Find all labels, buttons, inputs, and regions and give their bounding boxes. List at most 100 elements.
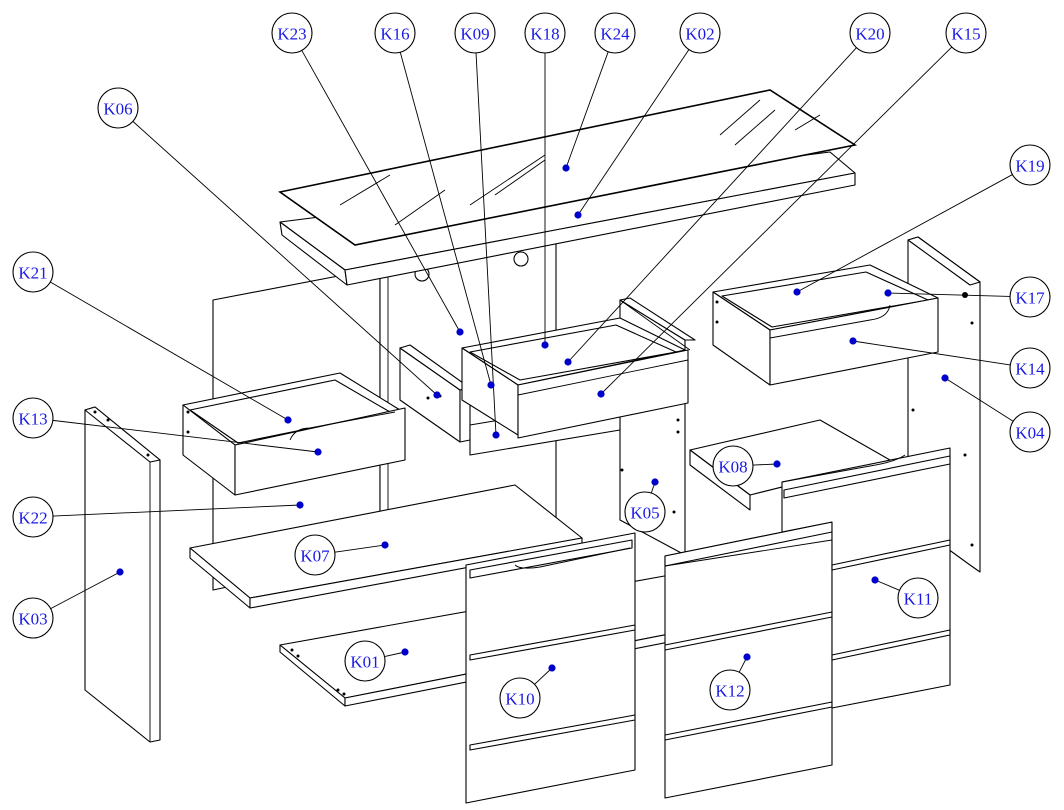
- callout-circle-k15: [945, 12, 987, 54]
- leader-line-k14: [852, 340, 1011, 366]
- callout-k03: K03: [12, 597, 54, 639]
- callout-k04: K04: [1009, 411, 1051, 453]
- leader-dot-k19: [793, 288, 801, 296]
- leader-line-k11: [874, 579, 900, 591]
- leader-dot-k17: [884, 289, 892, 297]
- callout-label-k06: K06: [103, 100, 132, 119]
- leader-dot-k09: [492, 431, 500, 439]
- callout-circle-k21: [12, 251, 54, 293]
- callout-circle-k13: [12, 397, 54, 439]
- leader-dot-k16: [487, 381, 495, 389]
- leader-line-k19: [796, 174, 1013, 293]
- leader-dot-k21: [284, 416, 292, 424]
- callout-circle-k04: [1009, 411, 1051, 453]
- leader-dot-k08: [773, 460, 781, 468]
- callout-circle-k18: [524, 12, 566, 54]
- callout-k07: K07: [294, 534, 336, 576]
- callout-k08: K08: [712, 445, 754, 487]
- callout-label-k24: K24: [600, 25, 630, 44]
- callout-k16: K16: [374, 12, 416, 54]
- leader-dot-k03: [116, 568, 124, 576]
- callout-k13: K13: [12, 397, 54, 439]
- callout-circle-k07: [294, 534, 336, 576]
- callout-circle-k03: [12, 597, 54, 639]
- callout-circle-k17: [1009, 276, 1051, 318]
- leader-line-k02: [577, 49, 690, 216]
- leader-dot-k14: [849, 337, 857, 345]
- callout-label-k15: K15: [951, 25, 980, 44]
- leader-line-k24: [565, 51, 609, 169]
- callout-k15: K15: [945, 12, 987, 54]
- callout-label-k12: K12: [715, 682, 744, 701]
- callout-k11: K11: [897, 577, 939, 619]
- callout-k19: K19: [1009, 144, 1051, 186]
- callout-k06: K06: [97, 87, 139, 129]
- callout-label-k17: K17: [1015, 289, 1045, 308]
- leader-line-k09: [475, 52, 497, 436]
- leader-line-k21: [50, 281, 289, 421]
- callout-label-k01: K01: [350, 653, 379, 672]
- callout-k24: K24: [594, 12, 636, 54]
- callout-circle-k23: [271, 12, 313, 54]
- callout-label-k09: K09: [460, 25, 489, 44]
- leader-line-k20: [567, 47, 857, 363]
- callout-circle-k01: [344, 640, 386, 682]
- callout-circle-k02: [679, 12, 721, 54]
- callout-k21: K21: [12, 251, 54, 293]
- leader-dot-k01: [401, 648, 409, 656]
- callout-label-k07: K07: [300, 547, 330, 566]
- callout-label-k22: K22: [18, 509, 47, 528]
- leader-line-k06: [132, 121, 438, 396]
- callout-circle-k14: [1009, 347, 1051, 389]
- leader-line-k16: [399, 52, 492, 386]
- callout-k22: K22: [12, 496, 54, 538]
- callout-k02: K02: [679, 12, 721, 54]
- callout-k20: K20: [849, 12, 891, 54]
- leader-dot-k15: [597, 390, 605, 398]
- leader-line-k04: [944, 377, 1014, 422]
- leader-dot-k23: [456, 328, 464, 336]
- leader-dot-k05: [651, 478, 659, 486]
- leader-line-k13: [52, 419, 319, 453]
- callout-k05: K05: [624, 491, 666, 533]
- leader-line-k08: [752, 463, 778, 466]
- callout-circle-k09: [454, 12, 496, 54]
- callout-k09: K09: [454, 12, 496, 54]
- leader-dot-k13: [314, 448, 322, 456]
- callout-k23: K23: [271, 12, 313, 54]
- callout-label-k10: K10: [505, 690, 534, 709]
- callout-label-k05: K05: [630, 504, 659, 523]
- callout-circle-k06: [97, 87, 139, 129]
- leader-line-k10: [534, 667, 553, 685]
- callout-k17: K17: [1009, 276, 1051, 318]
- callout-k18: K18: [524, 12, 566, 54]
- leader-dot-k04: [941, 374, 949, 382]
- callout-label-k08: K08: [718, 458, 747, 477]
- leader-line-k15: [600, 46, 953, 395]
- leader-dot-k18: [541, 341, 549, 349]
- callout-label-k11: K11: [904, 590, 933, 609]
- leader-dot-k11: [871, 576, 879, 584]
- leader-dot-k12: [743, 653, 751, 661]
- callout-label-k04: K04: [1015, 424, 1045, 443]
- part-callouts: K01K02K03K04K05K06K07K08K09K10K11K12K13K…: [12, 12, 1051, 719]
- callout-label-k14: K14: [1015, 360, 1045, 379]
- leader-line-k22: [52, 504, 301, 517]
- callout-circle-k08: [712, 445, 754, 487]
- leader-dot-k02: [574, 211, 582, 219]
- leader-dot-k24: [562, 164, 570, 172]
- callout-label-k02: K02: [685, 25, 714, 44]
- callout-label-k23: K23: [277, 25, 306, 44]
- callout-label-k16: K16: [380, 25, 409, 44]
- leader-dot-k20: [564, 358, 572, 366]
- callout-label-k19: K19: [1015, 157, 1044, 176]
- leader-dot-k06: [433, 391, 441, 399]
- callout-label-k13: K13: [18, 410, 47, 429]
- leader-line-k07: [334, 544, 386, 553]
- callout-k12: K12: [709, 669, 751, 711]
- callout-label-k21: K21: [18, 264, 47, 283]
- callout-circle-k20: [849, 12, 891, 54]
- leader-dot-k10: [548, 664, 556, 672]
- callout-circle-k16: [374, 12, 416, 54]
